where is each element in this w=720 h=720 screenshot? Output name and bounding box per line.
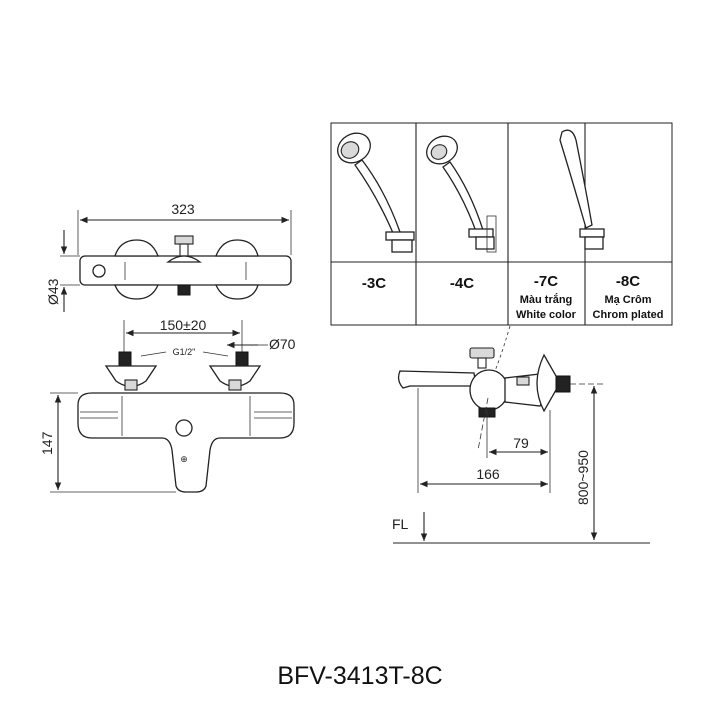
front-view: 150±20 G1/2" Ø70 ⊕ 147 xyxy=(39,317,296,493)
hand-shower-slim-icon xyxy=(559,129,605,250)
option-code-3c: -3C xyxy=(362,275,386,292)
top-view: 323 Ø43 xyxy=(45,201,292,312)
height-dimension-label: 147 xyxy=(39,431,55,455)
spacing-dimension-label: 150±20 xyxy=(160,317,207,333)
option-code-7c: -7C xyxy=(534,273,558,290)
option-code-8c: -8C xyxy=(616,273,640,290)
option-8c-desc-vi: Mạ Crôm xyxy=(604,294,651,306)
floor-level-label: FL xyxy=(392,516,409,532)
side-view: 79 166 800~950 FL xyxy=(392,325,650,544)
thread-size-label: G1/2" xyxy=(173,347,196,357)
option-code-4c: -4C xyxy=(450,275,474,292)
flange-diameter-label: Ø70 xyxy=(269,336,296,352)
svg-text:⊕: ⊕ xyxy=(180,454,188,464)
width-dimension-label: 323 xyxy=(171,201,195,217)
model-code: BFV-3413T-8C xyxy=(277,662,443,690)
outlet-depth-label: 79 xyxy=(513,435,529,451)
option-8c-desc-en: Chrom plated xyxy=(593,309,664,321)
hand-shower-4c-icon xyxy=(426,135,497,253)
option-7c-desc-en: White color xyxy=(516,309,577,321)
diameter-43-label: Ø43 xyxy=(45,278,61,305)
installation-height-label: 800~950 xyxy=(575,450,591,505)
spout-depth-label: 166 xyxy=(476,466,500,482)
options-table: -3C -4C -7C Màu trắng White color -8C Mạ… xyxy=(330,122,673,326)
hand-shower-3c-icon xyxy=(337,132,415,253)
option-7c-desc-vi: Màu trắng xyxy=(520,293,573,306)
